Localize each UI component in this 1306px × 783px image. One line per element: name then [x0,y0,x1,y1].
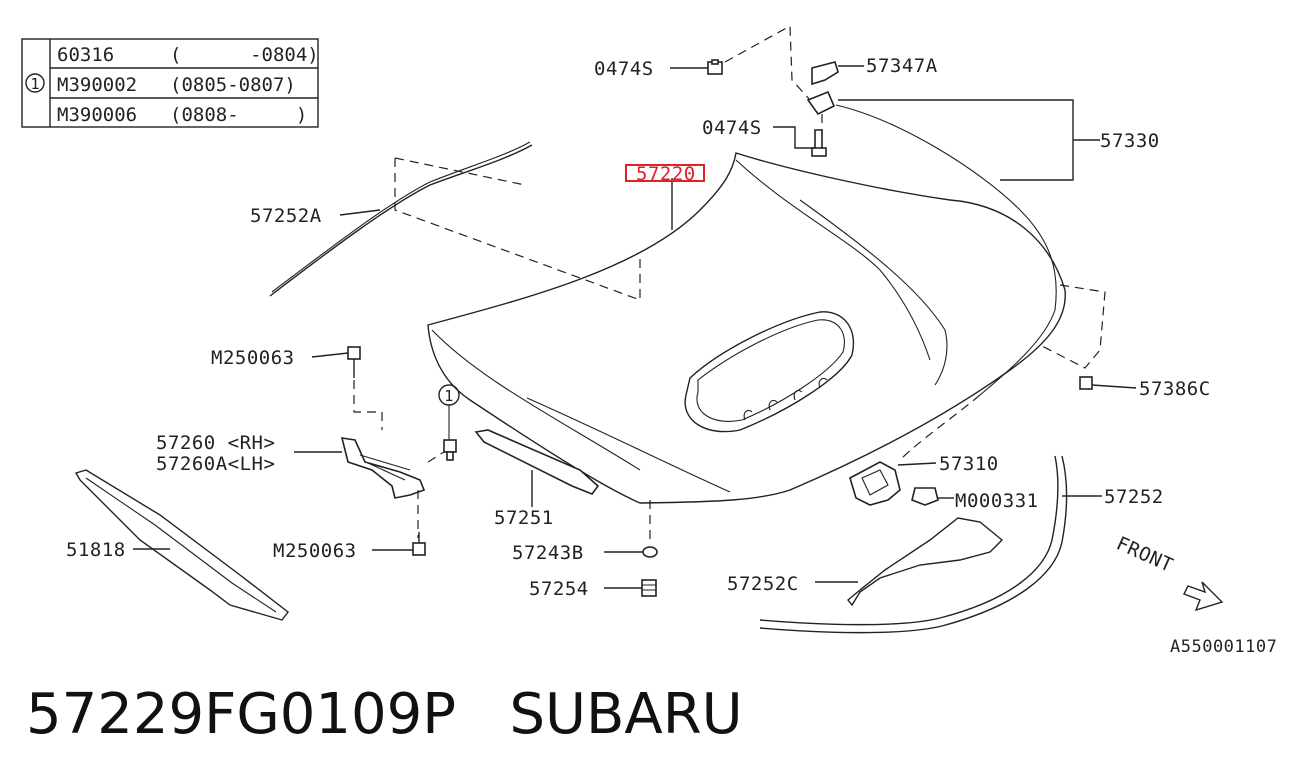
bolt-m000331-part [911,487,939,506]
stay-57251-part [474,429,600,495]
reference-table: 1 60316 ( -0804) M390002 (0805-0807) M39… [21,38,319,128]
weatherstrip-57252a [269,144,533,297]
stopper-57254-part [641,579,657,597]
label-57260a-lh: 57260A<LH> [156,453,275,475]
table-part-2: M390002 [57,74,137,96]
weatherstrip-57252 [759,455,1059,626]
label-57386c: 57386C [1139,378,1211,400]
label-57310: 57310 [939,453,999,475]
highlight-box-57220 [625,164,705,182]
marker-number: 1 [444,387,454,405]
latch-57310-part [849,461,901,506]
table-range-1: ( -0804) [170,44,319,66]
table-range-3: (0808- ) [170,104,307,126]
strip-51818-part [74,469,289,621]
front-label: FRONT [1113,532,1176,576]
label-57252c: 57252C [727,573,799,595]
label-57251: 57251 [494,507,554,529]
label-57252: 57252 [1104,486,1164,508]
label-57330: 57330 [1100,130,1160,152]
label-m250063-top: M250063 [211,347,295,369]
clip-57386c-part [1079,376,1093,390]
bolt-0474s-top-part [707,59,723,75]
label-57254: 57254 [529,578,589,600]
front-arrow-icon [1183,581,1224,612]
table-part-3: M390006 [57,104,137,126]
label-57260-rh: 57260 <RH> [156,432,275,454]
pin-60316-part [443,439,457,461]
table-index-number: 1 [30,75,39,93]
seal-57252c-part [847,517,1004,607]
hinge-57260-part [340,437,426,499]
label-57347a: 57347A [866,55,938,77]
figure-code: A550001107 [1170,637,1277,657]
hood-reference-dashes [394,158,641,301]
label-51818: 51818 [66,539,126,561]
table-part-1: 60316 [57,44,114,66]
caption: 57229FG0109P SUBARU [26,682,743,747]
label-m000331: M000331 [955,490,1039,512]
label-57243b: 57243B [512,542,584,564]
bolt-m250063-bottom-part [412,532,426,556]
hood-panel [427,104,1066,504]
bracket-57347a-part [806,61,839,157]
table-range-2: (0805-0807) [170,74,296,96]
table-index-circle [25,73,45,93]
caption-brand: SUBARU [509,682,743,747]
caption-part-number: 57229FG0109P [26,682,457,747]
label-0474s-top: 0474S [594,58,654,80]
label-0474s-mid: 0474S [702,117,762,139]
label-m250063-bottom: M250063 [273,540,357,562]
bolt-m250063-top-part [347,346,361,378]
front-indicator: FRONT [1113,532,1224,612]
cushion-57243b-part [642,546,658,558]
label-57220: 57220 [636,163,696,185]
label-57252a: 57252A [250,205,322,227]
